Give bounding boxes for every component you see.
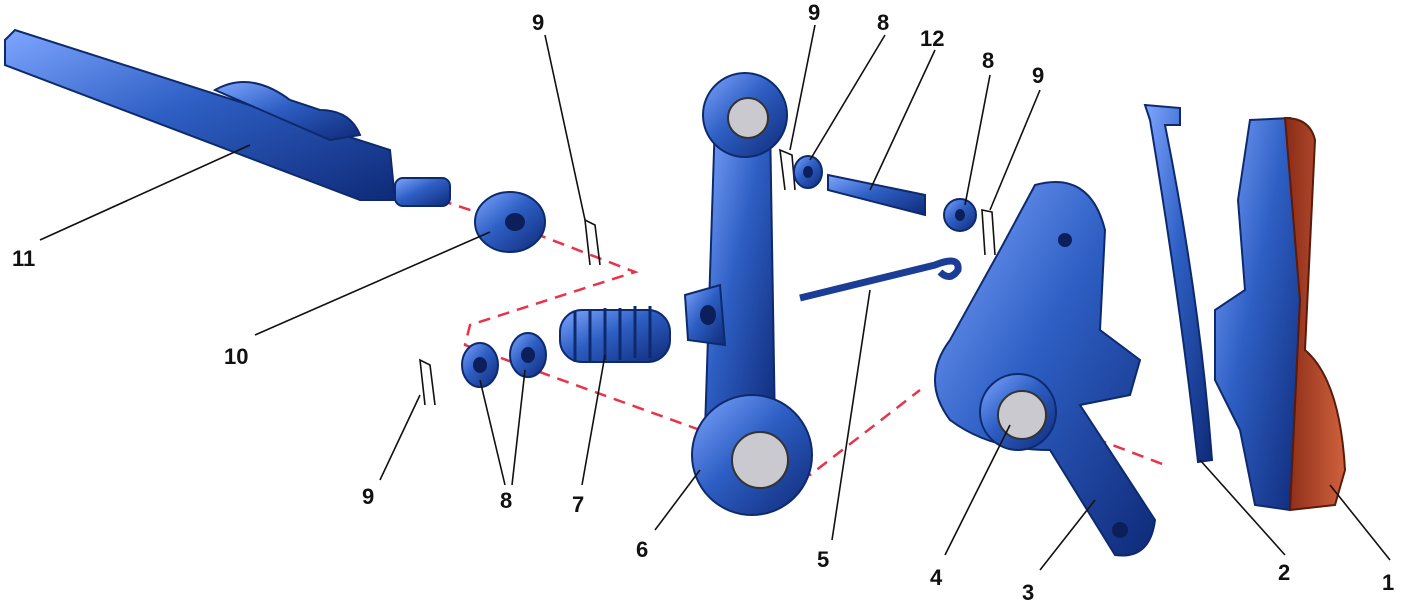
part-4-bushing — [997, 390, 1047, 440]
label-9: 9 — [532, 10, 544, 35]
label-12: 12 — [920, 26, 944, 51]
part-2-spring-plate — [1143, 103, 1214, 464]
label-4: 4 — [930, 565, 943, 590]
label-11: 11 — [12, 246, 35, 271]
label-8: 8 — [877, 10, 889, 35]
part-6-link — [683, 72, 813, 516]
part-3-lever — [934, 181, 1157, 557]
part-9-cotter-pin — [584, 218, 601, 266]
part-9-cotter-pin — [419, 358, 436, 406]
label-9: 9 — [362, 484, 374, 509]
leader-lines — [39, 24, 1391, 571]
label-9: 9 — [808, 0, 820, 25]
part-7-spring — [559, 306, 671, 363]
label-8: 8 — [982, 48, 994, 73]
label-3: 3 — [1022, 580, 1034, 604]
part-9-cotter-pin — [779, 148, 796, 191]
label-1: 1 — [1382, 570, 1394, 595]
label-6: 6 — [636, 537, 648, 562]
label-5: 5 — [817, 547, 829, 572]
part-9-cotter-pin — [981, 209, 996, 256]
label-10: 10 — [224, 344, 248, 369]
part-1-brake-shoe — [1214, 116, 1347, 512]
part-12-bolt — [827, 173, 926, 217]
label-7: 7 — [572, 492, 584, 517]
label-8: 8 — [500, 488, 512, 513]
part-8-nuts — [461, 155, 977, 388]
label-2: 2 — [1278, 560, 1290, 585]
label-9: 9 — [1032, 63, 1044, 88]
part-11-rod — [4, 28, 451, 207]
part-5-hook-rod — [799, 257, 962, 302]
part-10-washer — [474, 191, 546, 253]
